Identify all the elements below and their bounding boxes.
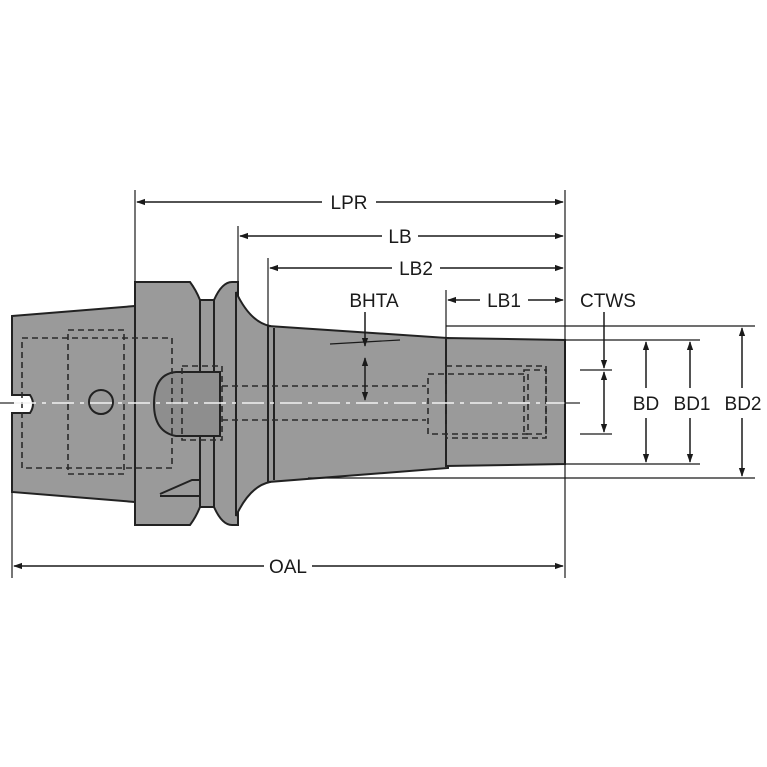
- tool-holder-body: [11, 281, 566, 526]
- label-lb2: LB2: [399, 259, 433, 280]
- label-bhta: BHTA: [349, 291, 399, 312]
- dimension-lb: LB: [239, 227, 564, 248]
- dimension-ctws: CTWS: [580, 291, 636, 433]
- dimension-lb2: LB2: [269, 259, 564, 280]
- label-bd1: BD1: [674, 394, 711, 415]
- cross-hole: [88, 389, 114, 415]
- dimension-bd: BD: [633, 341, 659, 463]
- dimension-bd1: BD1: [674, 341, 711, 463]
- dimension-bd2: BD2: [725, 327, 762, 477]
- label-bd: BD: [633, 394, 659, 415]
- label-lpr: LPR: [331, 193, 368, 214]
- dimension-lpr: LPR: [136, 193, 564, 214]
- label-bd2: BD2: [725, 394, 762, 415]
- nose-section: [445, 336, 566, 468]
- dimension-lb1: LB1: [447, 291, 564, 312]
- dimension-bhta: BHTA: [329, 291, 401, 401]
- tapered-body: [267, 324, 449, 484]
- label-lb1: LB1: [487, 291, 521, 312]
- label-lb: LB: [388, 227, 411, 248]
- taper-shank: [11, 304, 136, 504]
- inner-ball: [152, 371, 221, 437]
- extension-lines: [11, 190, 755, 578]
- label-ctws: CTWS: [580, 291, 636, 312]
- neck: [235, 291, 271, 517]
- drive-slot: [159, 479, 200, 495]
- dimension-oal: OAL: [13, 557, 564, 578]
- label-oal: OAL: [269, 557, 307, 578]
